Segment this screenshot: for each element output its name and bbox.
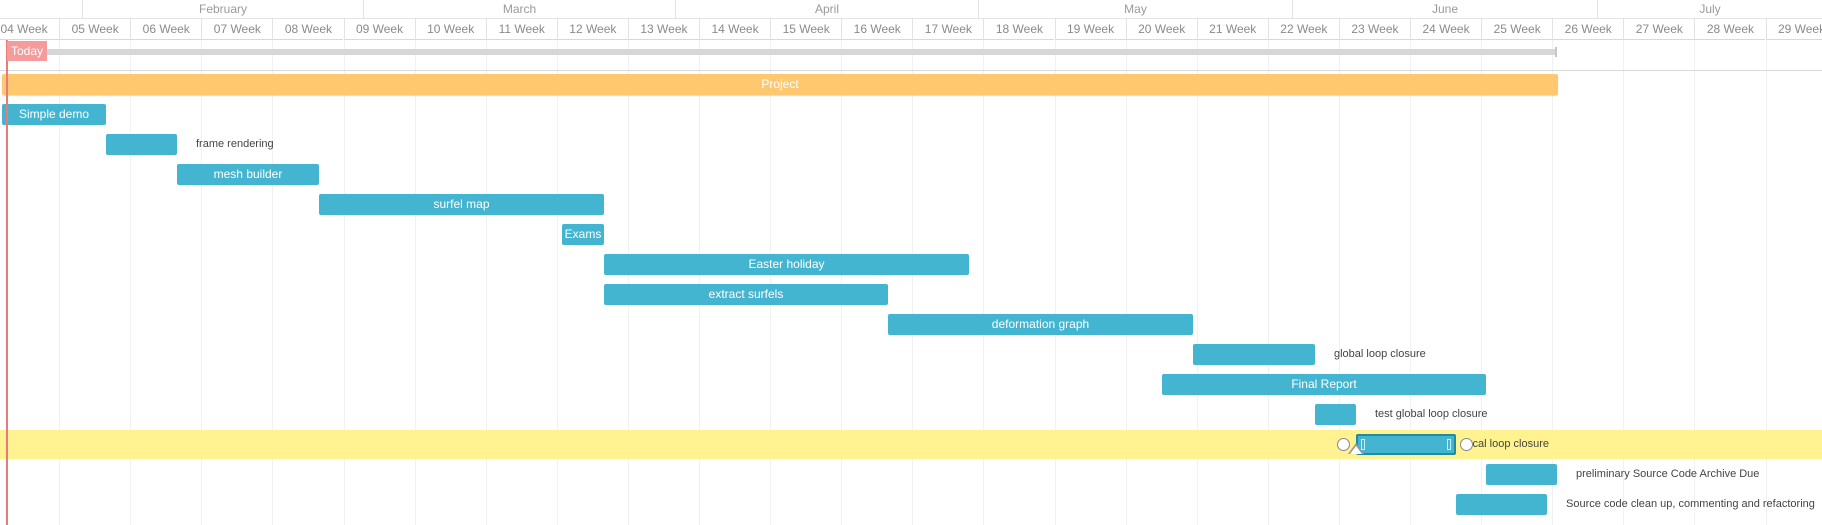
grid-line <box>627 40 629 525</box>
week-label: 24 Week <box>1410 19 1482 40</box>
grid-line <box>1623 40 1625 525</box>
week-label: 06 Week <box>130 19 202 40</box>
month-label-blank <box>0 0 82 19</box>
grid-line <box>1765 40 1767 525</box>
task-bar[interactable]: deformation graph <box>888 314 1193 335</box>
today-line <box>6 40 8 525</box>
task-bar[interactable]: mesh builder <box>177 164 319 185</box>
task-label: preliminary Source Code Archive Due <box>1576 468 1760 480</box>
week-label: 19 Week <box>1054 19 1126 40</box>
week-label: 27 Week <box>1623 19 1695 40</box>
grid-line <box>1481 40 1483 525</box>
resize-handle-right[interactable] <box>1447 439 1451 450</box>
week-label: 09 Week <box>343 19 415 40</box>
task-bar[interactable]: Final Report <box>1162 374 1486 395</box>
project-bar[interactable]: Project <box>2 74 1558 95</box>
grid-line <box>201 40 203 525</box>
grid-line <box>983 40 985 525</box>
task-bar[interactable] <box>1456 494 1547 515</box>
week-label: 21 Week <box>1196 19 1268 40</box>
task-bar[interactable]: surfel map <box>319 194 604 215</box>
task-label: global loop closure <box>1334 348 1426 360</box>
task-bar[interactable]: Simple demo <box>2 104 106 125</box>
grid-line <box>485 40 487 525</box>
week-label: 16 Week <box>841 19 913 40</box>
task-bar[interactable]: Easter holiday <box>604 254 969 275</box>
week-label: 29 Week <box>1765 19 1822 40</box>
week-label: 05 Week <box>59 19 131 40</box>
week-label: 22 Week <box>1267 19 1339 40</box>
grid-line <box>1338 40 1340 525</box>
month-label: May <box>978 0 1292 19</box>
week-label: 25 Week <box>1481 19 1553 40</box>
grid-line <box>130 40 132 525</box>
week-label: 15 Week <box>770 19 842 40</box>
grid-line <box>343 40 345 525</box>
grid-line <box>1410 40 1411 525</box>
task-label: local loop closure <box>1464 438 1549 450</box>
grid-line <box>1552 40 1554 525</box>
week-label: 13 Week <box>627 19 699 40</box>
week-label: 18 Week <box>983 19 1055 40</box>
grid-line <box>556 40 558 525</box>
link-end-circle[interactable] <box>1460 438 1473 451</box>
grid-line <box>770 40 772 525</box>
grid-line <box>272 40 274 525</box>
grid-line <box>1196 40 1198 525</box>
grid-line <box>414 40 416 525</box>
week-label: 08 Week <box>272 19 344 40</box>
month-label: April <box>675 0 978 19</box>
grid-line <box>1267 40 1269 525</box>
grid-line <box>912 40 914 525</box>
grid-line <box>1125 40 1127 525</box>
grid-line <box>59 40 61 525</box>
grid-line <box>699 40 700 525</box>
task-bar[interactable] <box>1356 434 1456 455</box>
task-bar-label: Project <box>761 77 799 91</box>
week-label: 11 Week <box>485 19 557 40</box>
week-label: 07 Week <box>201 19 273 40</box>
week-label: 12 Week <box>556 19 628 40</box>
task-bar[interactable]: extract surfels <box>604 284 888 305</box>
task-bar[interactable] <box>106 134 177 155</box>
week-label: 14 Week <box>699 19 771 40</box>
task-bar-label: extract surfels <box>708 287 784 301</box>
task-bar-label: Final Report <box>1291 377 1357 391</box>
week-label: 26 Week <box>1552 19 1624 40</box>
task-label: Source code clean up, commenting and ref… <box>1566 498 1815 510</box>
month-label: June <box>1292 0 1597 19</box>
month-label: February <box>82 0 363 19</box>
task-bar-label: Easter holiday <box>748 257 825 271</box>
task-bar[interactable] <box>1315 404 1356 425</box>
task-bar[interactable] <box>1193 344 1315 365</box>
month-label: July <box>1597 0 1822 19</box>
month-label: March <box>363 0 675 19</box>
today-marker: Today <box>7 41 47 61</box>
grid-line <box>1054 40 1056 525</box>
grid-line <box>841 40 843 525</box>
selected-row-highlight <box>0 430 1822 459</box>
task-bar-label: mesh builder <box>213 167 283 181</box>
row-separator <box>0 70 1822 71</box>
project-range-end <box>1555 47 1557 57</box>
week-label: 23 Week <box>1338 19 1410 40</box>
week-label: 04 Week <box>0 19 60 40</box>
week-label: 28 Week <box>1694 19 1766 40</box>
task-bar-label: deformation graph <box>991 317 1090 331</box>
week-label: 10 Week <box>414 19 486 40</box>
project-range-bar <box>40 49 1556 55</box>
task-bar-label: Exams <box>564 227 602 241</box>
task-label: frame rendering <box>196 138 274 150</box>
task-bar-label: surfel map <box>433 197 490 211</box>
task-bar[interactable]: Exams <box>562 224 604 245</box>
task-bar-label: Simple demo <box>18 107 90 121</box>
task-bar[interactable] <box>1486 464 1557 485</box>
task-label: test global loop closure <box>1375 408 1488 420</box>
grid-line <box>1694 40 1696 525</box>
week-label: 17 Week <box>912 19 984 40</box>
progress-drag-triangle-inner <box>1350 446 1362 454</box>
week-label: 20 Week <box>1125 19 1197 40</box>
